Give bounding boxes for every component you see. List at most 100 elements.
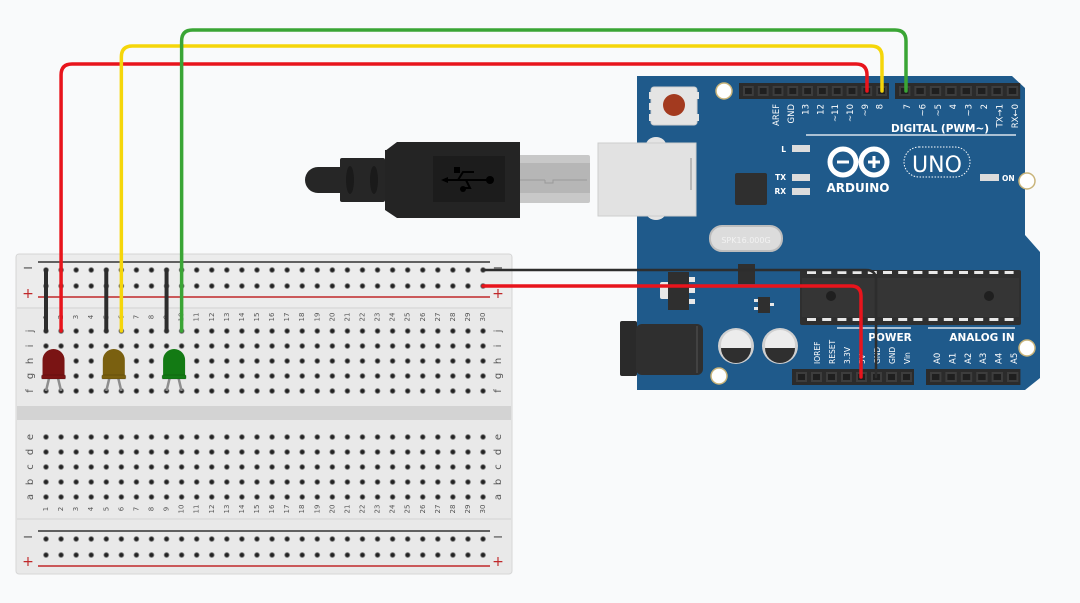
hole-center bbox=[255, 268, 259, 272]
hole-center bbox=[406, 537, 410, 541]
hole-center bbox=[74, 389, 78, 393]
yellow-wire-pin8[interactable] bbox=[119, 44, 884, 333]
hole-center bbox=[149, 553, 154, 557]
hole-center bbox=[285, 359, 289, 363]
row-letter: c bbox=[25, 464, 36, 470]
hole-center bbox=[466, 465, 470, 469]
header-pin-socket bbox=[947, 374, 955, 380]
hole-center bbox=[195, 389, 199, 393]
dc-power-jack bbox=[620, 321, 703, 376]
model-label: UNO bbox=[912, 153, 962, 178]
hole-center bbox=[44, 450, 48, 454]
row-letter: f bbox=[493, 389, 504, 393]
hole-center bbox=[451, 374, 455, 378]
header-pin-socket bbox=[962, 374, 971, 380]
header-pin-socket bbox=[745, 88, 752, 94]
hole-center bbox=[330, 344, 334, 348]
header-pin-socket bbox=[888, 374, 895, 380]
green-led[interactable] bbox=[161, 349, 187, 392]
hole-center bbox=[406, 465, 410, 469]
mounting-hole bbox=[715, 82, 733, 100]
row-letter: e bbox=[25, 434, 36, 440]
digital-header[interactable] bbox=[739, 83, 1021, 99]
hole-center bbox=[300, 329, 304, 333]
mounting-hole bbox=[710, 367, 728, 385]
hole-center bbox=[89, 435, 93, 439]
black-wire-gnd[interactable] bbox=[481, 268, 878, 379]
digital-pin-label: ~6 bbox=[918, 104, 928, 117]
red-led[interactable] bbox=[41, 349, 67, 392]
hole-center bbox=[255, 465, 259, 469]
hole-center bbox=[210, 329, 214, 333]
hole-center bbox=[104, 553, 108, 557]
hole-center bbox=[270, 374, 274, 378]
column-number: 30 bbox=[479, 505, 487, 514]
hole-center bbox=[44, 495, 48, 499]
hole-center bbox=[89, 329, 93, 333]
red-wire-5v[interactable] bbox=[481, 284, 863, 379]
header-pin-socket bbox=[1008, 88, 1017, 94]
hole-center bbox=[164, 480, 169, 484]
hole-center bbox=[360, 553, 365, 557]
hole-center bbox=[44, 537, 48, 541]
hole-center bbox=[406, 359, 410, 363]
hole-center bbox=[240, 435, 244, 439]
header-pin-socket bbox=[819, 88, 826, 94]
brand-label: ARDUINO bbox=[827, 181, 890, 195]
hole-center bbox=[285, 435, 289, 439]
row-letter: g bbox=[493, 373, 504, 379]
l-led-label: L bbox=[781, 145, 786, 154]
hole-center bbox=[375, 359, 380, 363]
hole-center bbox=[421, 284, 425, 288]
hole-center bbox=[436, 450, 440, 454]
row-letter: d bbox=[493, 449, 504, 455]
power-section-label: POWER bbox=[868, 332, 911, 344]
reset-button[interactable] bbox=[649, 86, 699, 126]
hole-center bbox=[285, 495, 289, 499]
hole-center bbox=[255, 435, 259, 439]
digital-pin-label: GND bbox=[787, 104, 797, 124]
chip-pin bbox=[1004, 318, 1014, 321]
header-pin-socket bbox=[828, 374, 835, 380]
hole-center bbox=[451, 435, 455, 439]
hole-center bbox=[330, 389, 334, 393]
hole-center bbox=[481, 465, 485, 469]
chip-pin bbox=[989, 318, 999, 321]
yellow-led[interactable] bbox=[101, 349, 127, 392]
hole-center bbox=[210, 495, 214, 499]
green-wire-pin7[interactable] bbox=[179, 28, 908, 333]
hole-center bbox=[345, 480, 349, 484]
header-pin-socket bbox=[843, 374, 850, 380]
hole-center bbox=[406, 389, 410, 393]
hole-center bbox=[315, 359, 319, 363]
hole-center bbox=[225, 329, 229, 333]
hole-center bbox=[270, 435, 274, 439]
column-number: 13 bbox=[223, 313, 231, 322]
hole-center bbox=[375, 329, 380, 333]
breadboard[interactable]: 1122334455667788991010111112121313141415… bbox=[15, 253, 513, 575]
analog-pin-label: A1 bbox=[948, 353, 958, 364]
hole-center bbox=[89, 465, 93, 469]
hole-center bbox=[240, 450, 244, 454]
hole-center bbox=[240, 344, 244, 348]
hole-center bbox=[436, 389, 440, 393]
red-wire-pin9[interactable] bbox=[59, 62, 869, 333]
hole-center bbox=[421, 495, 425, 499]
row-letter: i bbox=[493, 345, 504, 348]
hole-center bbox=[89, 450, 93, 454]
hole-center bbox=[59, 450, 63, 454]
column-number: 3 bbox=[72, 507, 80, 511]
hole-center bbox=[391, 389, 395, 393]
header-pin-socket bbox=[759, 88, 767, 94]
power-analog-headers[interactable] bbox=[792, 369, 1021, 385]
row-letter: f bbox=[25, 389, 36, 393]
hole-center bbox=[436, 374, 440, 378]
hole-center bbox=[270, 329, 274, 333]
power-strip bbox=[792, 369, 914, 385]
capacitor bbox=[762, 328, 798, 364]
hole-center bbox=[195, 537, 199, 541]
chip-pin bbox=[959, 271, 968, 274]
hole-center bbox=[134, 284, 139, 288]
usb-cable[interactable] bbox=[305, 142, 590, 218]
